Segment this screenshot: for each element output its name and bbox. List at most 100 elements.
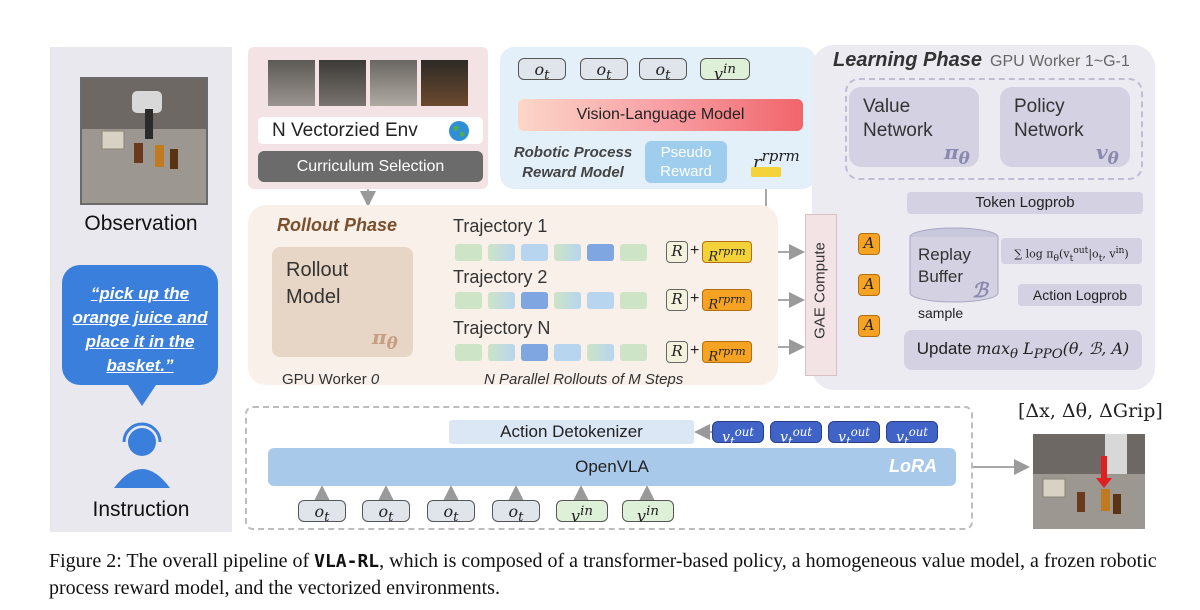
replay-buffer-label: Replay Buffer (918, 245, 971, 286)
parallel-rollouts-label: N Parallel Rollouts of M Steps (484, 371, 684, 388)
reward-box-1: R (666, 241, 688, 263)
vectorized-env-box: N Vectorzied Env (258, 117, 483, 144)
caption-name: VLA-RL (314, 551, 380, 572)
action-result-image (1033, 434, 1145, 529)
trajectory-step-cell (554, 244, 581, 261)
rollout-symbol: πθ (372, 325, 398, 353)
vectorized-env-label: N Vectorzied Env (272, 120, 418, 141)
env-thumb-1 (268, 60, 315, 106)
gae-compute-label: GAE Compute (811, 242, 829, 339)
trajectory-step-cell (620, 244, 647, 261)
reward-box-n: R (666, 341, 688, 363)
lora-label: LoRA (889, 456, 937, 476)
trajectory-step-cell (521, 292, 548, 309)
trajectory-step-cell (521, 344, 548, 361)
trajectory-step-cell (455, 292, 482, 309)
env-thumb-2 (319, 60, 366, 106)
vision-language-model: Vision-Language Model (518, 99, 803, 131)
output-token-4: vtout (886, 421, 938, 448)
vla-instr-token-1: vin (556, 500, 608, 525)
trajectory-step-cell (620, 292, 647, 309)
vla-obs-token-4: ot (492, 500, 540, 525)
trajectory-step-cell (521, 244, 548, 261)
bubble-tail (126, 382, 158, 406)
figure-caption: Figure 2: The overall pipeline of VLA-RL… (49, 548, 1169, 602)
replay-buffer-icon (909, 227, 999, 303)
instruction-label: Instruction (92, 498, 190, 521)
value-symbol: πθ (944, 140, 970, 168)
output-token-3: vtout (828, 421, 880, 448)
vla-box (245, 406, 973, 530)
policy-network-label: Policy Network (1014, 96, 1084, 141)
rollout-model: Rollout Model (272, 247, 413, 357)
trajectory-step-cell (587, 244, 614, 261)
plus-sign-2: + (690, 290, 700, 307)
rprm-output-marker (751, 167, 781, 177)
reward-box-2: R (666, 289, 688, 311)
env-thumb-3 (370, 60, 417, 106)
rprm-output: rrprm (753, 147, 800, 173)
instruction-text: “pick up the orange juice and place it i… (72, 284, 208, 375)
trajectory-step-cell (587, 292, 614, 309)
trajectory-step-cell (587, 344, 614, 361)
caption-suffix: , which is composed of a transformer-bas… (49, 550, 1157, 599)
advantage-token-1: A (858, 233, 880, 255)
value-network: Value Network (849, 87, 979, 167)
action-logprob: Action Logprob (1018, 284, 1142, 306)
output-token-2: vtout (770, 421, 822, 448)
observation-label: Observation (84, 212, 198, 235)
rprm-reward-box-1: Rrprm (702, 241, 752, 264)
vla-obs-token-3: ot (427, 500, 475, 525)
observation-image (80, 77, 208, 205)
rollout-model-label: Rollout Model (286, 259, 349, 308)
trajectory-step-cell (455, 244, 482, 261)
trajectory-n-label: Trajectory N (453, 318, 551, 338)
logprob-formula: ∑ log πθ(vtout|ot, vin) (1001, 238, 1142, 264)
rprm-label: Robotic Process Reward Model (513, 144, 633, 181)
plus-sign-n: + (690, 342, 700, 359)
ppo-update: Update maxθ LPPO(θ, ℬ, A) (904, 330, 1142, 370)
rprm-obs-token-3: ot (639, 58, 687, 83)
output-token-1: vtout (712, 421, 764, 448)
trajectory-1-label: Trajectory 1 (453, 216, 548, 236)
curriculum-selection: Curriculum Selection (258, 151, 483, 182)
networks-box (845, 78, 1143, 180)
plus-sign-1: + (690, 242, 700, 259)
env-thumb-4 (421, 60, 468, 106)
rprm-reward-box-n: Rrprm (702, 341, 752, 364)
trajectory-2-label: Trajectory 2 (453, 267, 548, 287)
instruction-bubble (62, 265, 218, 385)
vla-instr-token-2: vin (622, 500, 674, 525)
trajectory-step-cell (554, 344, 581, 361)
trajectory-step-cell (488, 344, 515, 361)
advantage-token-2: A (858, 274, 880, 296)
env-thumbnails (268, 60, 488, 106)
rollout-title: Rollout Phase (277, 215, 398, 235)
rprm-instr-token: vin (700, 58, 750, 83)
value-network-label: Value Network (863, 96, 933, 141)
pseudo-reward: Pseudo Reward (645, 141, 727, 183)
globe-icon (449, 121, 469, 141)
trajectory-step-cell (488, 244, 515, 261)
rprm-obs-token-2: ot (580, 58, 628, 83)
rprm-obs-token-1: ot (518, 58, 566, 83)
gpu-worker-0: GPU Worker 0 (282, 371, 380, 388)
policy-symbol: vθ (1096, 140, 1119, 168)
vla-obs-token-1: ot (298, 500, 346, 525)
caption-prefix: Figure 2: The overall pipeline of (49, 550, 315, 572)
user-headset-icon (114, 422, 170, 488)
learning-subtitle: GPU Worker 1~G-1 (990, 53, 1130, 70)
openvla-model: OpenVLA (268, 448, 956, 486)
action-detokenizer: Action Detokenizer (449, 420, 694, 444)
gae-compute-box (805, 214, 837, 376)
token-logprob: Token Logprob (907, 192, 1143, 214)
replay-buffer-symbol: ℬ (972, 278, 988, 302)
rprm-reward-box-2: Rrprm (702, 289, 752, 312)
trajectory-step-cell (455, 344, 482, 361)
trajectory-step-cell (554, 292, 581, 309)
action-output-label: [Δx, Δθ, ΔGrip] (1018, 400, 1163, 422)
sample-label: sample (918, 305, 964, 321)
advantage-token-3: A (858, 315, 880, 337)
trajectory-step-cell (488, 292, 515, 309)
policy-network: Policy Network (1000, 87, 1130, 167)
